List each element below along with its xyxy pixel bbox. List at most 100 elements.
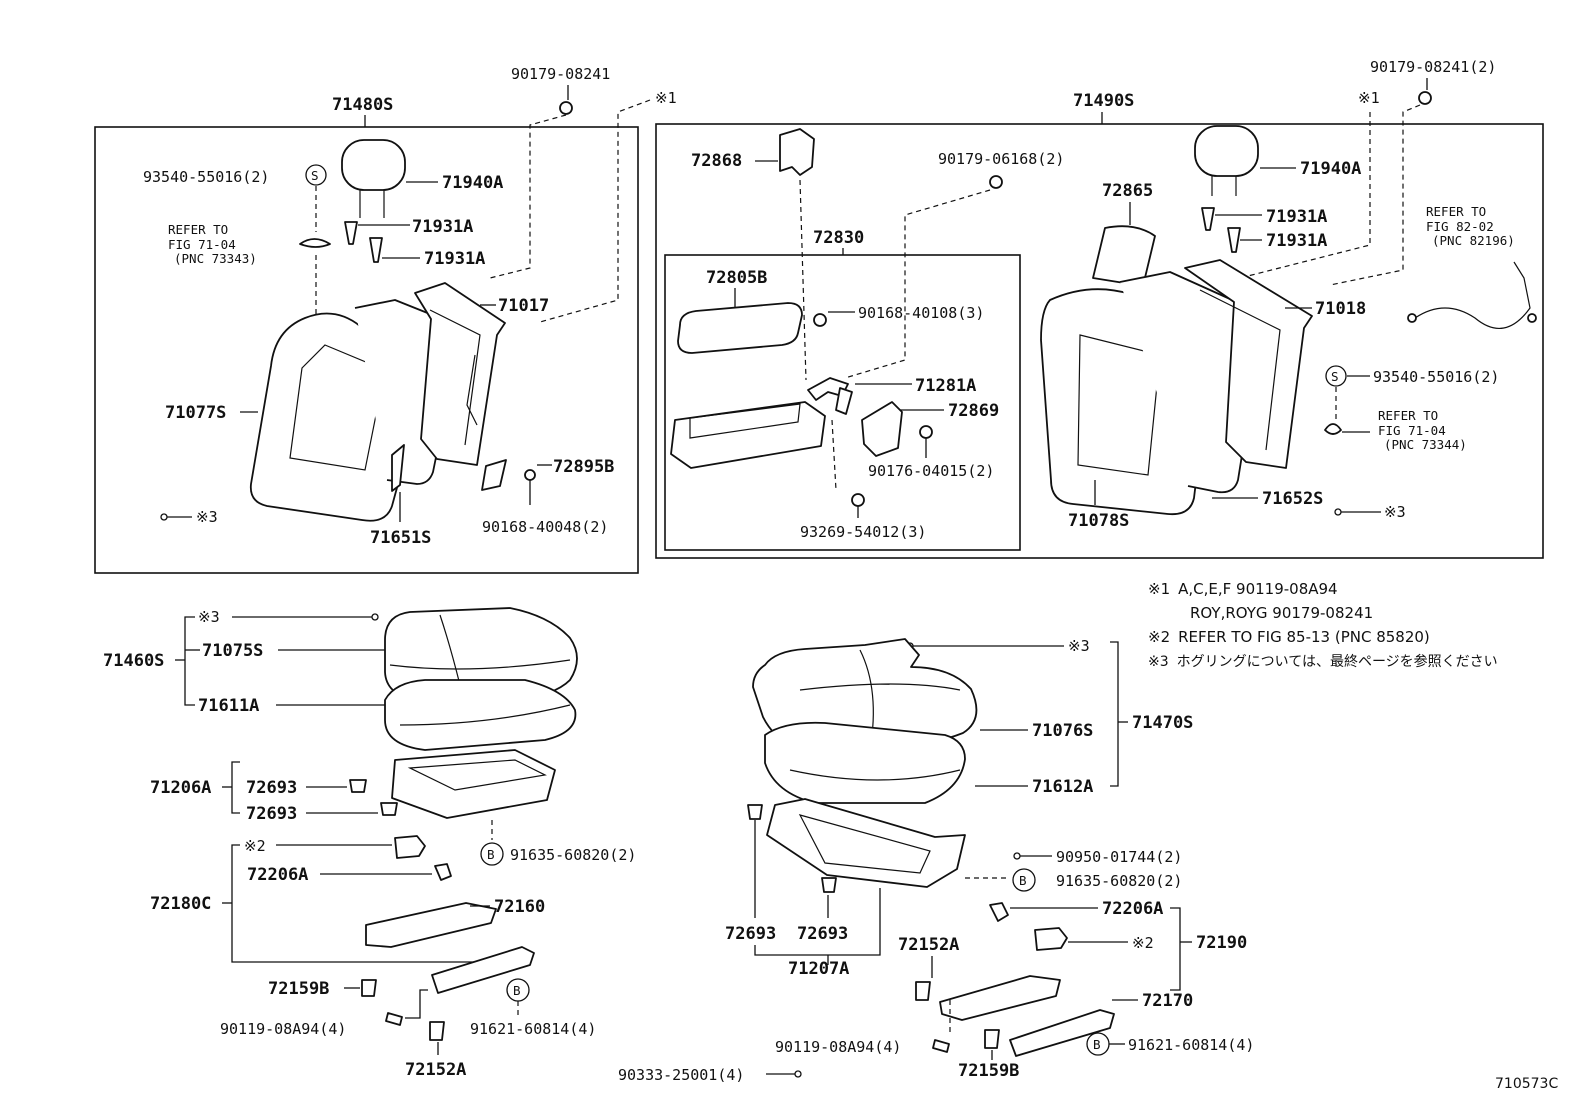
- label-72206A-right: 72206A: [1102, 899, 1163, 919]
- label-71470S: 71470S: [1132, 713, 1193, 733]
- headrest-guide-right: [1227, 227, 1241, 253]
- label-72206A-left: 72206A: [247, 865, 308, 885]
- refer-left-line1: REFER TO: [168, 222, 228, 237]
- cover-72152A-left: [429, 1021, 445, 1041]
- label-93269-54012: 93269-54012(3): [800, 523, 926, 541]
- label-91621-right: 91621-60814(4): [1128, 1036, 1254, 1054]
- left-seatback-frame: [94, 126, 639, 574]
- screw-54012: [851, 493, 865, 507]
- label-90119-right: 90119-08A94(4): [775, 1038, 901, 1056]
- marker-n1-left: ※1: [655, 89, 677, 107]
- label-71018: 71018: [1315, 299, 1366, 319]
- label-71077S: 71077S: [165, 403, 226, 423]
- label-72159B-right: 72159B: [958, 1061, 1019, 1081]
- b-marker-right-1: [1012, 868, 1036, 892]
- label-71480S: 71480S: [332, 95, 393, 115]
- b-marker-left-1: [480, 842, 504, 866]
- clip-72206A-right: [989, 902, 1009, 922]
- label-71078S: 71078S: [1068, 511, 1129, 531]
- seat-frame-71207A: [766, 798, 966, 888]
- label-72159B-left: 72159B: [268, 979, 329, 999]
- seat-frame-71206A: [391, 749, 556, 819]
- label-72152A-left: 72152A: [405, 1060, 466, 1080]
- label-71612A: 71612A: [1032, 777, 1093, 797]
- label-71017: 71017: [498, 296, 549, 316]
- clip-72693-a: [349, 779, 367, 793]
- cushion-pad-right: [764, 721, 966, 804]
- label-71652S: 71652S: [1262, 489, 1323, 509]
- label-71207A: 71207A: [788, 959, 849, 979]
- label-90179-08241-left: 90179-08241: [511, 65, 610, 83]
- headrest-guide: [369, 237, 383, 263]
- marker-n2-right: ※2: [1132, 934, 1154, 952]
- label-71940A-right: 71940A: [1300, 159, 1361, 179]
- nut-04015: [919, 425, 933, 439]
- label-91635-right: 91635-60820(2): [1056, 872, 1182, 890]
- bolt-90119-right: [932, 1039, 950, 1053]
- marker-n3-cushion-left: ※3: [198, 608, 220, 626]
- label-90176-04015: 90176-04015(2): [868, 462, 994, 480]
- marker-n3-left: ※3: [196, 508, 218, 526]
- cover-72895B: [481, 459, 507, 491]
- cover-n2-right: [1034, 927, 1068, 951]
- armrest-box: [670, 401, 826, 469]
- label-72805B: 72805B: [706, 268, 767, 288]
- label-71651S: 71651S: [370, 528, 431, 548]
- label-71281A: 71281A: [915, 376, 976, 396]
- label-71075S: 71075S: [202, 641, 263, 661]
- svg-text:S: S: [311, 168, 319, 183]
- refer-left-line3: (PNC 73343): [174, 251, 257, 266]
- hinge-72868: [779, 128, 815, 176]
- seatback-side-71651S: [391, 444, 405, 492]
- headrest-left: [341, 139, 406, 191]
- refer-wire-line3: (PNC 82196): [1432, 233, 1515, 248]
- headrest-right: [1194, 125, 1259, 177]
- refer-right-line1: REFER TO: [1378, 408, 1438, 423]
- label-72190: 72190: [1196, 933, 1247, 953]
- label-71490S: 71490S: [1073, 91, 1134, 111]
- label-93540-left: 93540-55016(2): [143, 168, 269, 186]
- s-marker-right: [1325, 365, 1347, 387]
- label-72895B: 72895B: [553, 457, 614, 477]
- cover-72869: [861, 401, 903, 457]
- label-71206A: 71206A: [150, 778, 211, 798]
- hook-clip-right: [1324, 423, 1342, 435]
- seat-track-lower-left: [431, 946, 535, 994]
- label-90168-40108: 90168-40108(3): [858, 304, 984, 322]
- label-91635-left: 91635-60820(2): [510, 846, 636, 864]
- svg-text:B: B: [513, 983, 521, 998]
- label-71460S: 71460S: [103, 651, 164, 671]
- label-72830: 72830: [813, 228, 864, 248]
- wire-harness: [1414, 261, 1531, 329]
- headrest-guide-right: [1201, 207, 1215, 231]
- refer-right-line3: (PNC 73344): [1384, 437, 1467, 452]
- note-1b: ROY,ROYG 90179-08241: [1190, 604, 1373, 622]
- label-71076S: 71076S: [1032, 721, 1093, 741]
- label-71931A-1: 71931A: [412, 217, 473, 237]
- seat-track-72160: [365, 902, 497, 948]
- clip-72693-d: [821, 877, 837, 893]
- refer-wire-line2: FIG 82-02: [1426, 219, 1494, 234]
- label-72868: 72868: [691, 151, 742, 171]
- svg-text:B: B: [487, 847, 495, 862]
- seatback-frame-71018: [1184, 259, 1313, 469]
- clip-72206A-left: [434, 863, 452, 881]
- seat-track-right-upper: [939, 975, 1061, 1021]
- label-72152A-right: 72152A: [898, 935, 959, 955]
- cover-72159B-right: [984, 1029, 1000, 1049]
- label-72160: 72160: [494, 897, 545, 917]
- label-90179-08241-right: 90179-08241(2): [1370, 58, 1496, 76]
- svg-text:S: S: [1331, 369, 1339, 384]
- label-90179-06168: 90179-06168(2): [938, 150, 1064, 168]
- clip-72693-c: [747, 804, 763, 820]
- label-72869: 72869: [948, 401, 999, 421]
- svg-text:B: B: [1019, 873, 1027, 888]
- cover-72159B-left: [361, 979, 377, 997]
- label-72170: 72170: [1142, 991, 1193, 1011]
- label-71931A-2: 71931A: [424, 249, 485, 269]
- label-71931A-4: 71931A: [1266, 231, 1327, 251]
